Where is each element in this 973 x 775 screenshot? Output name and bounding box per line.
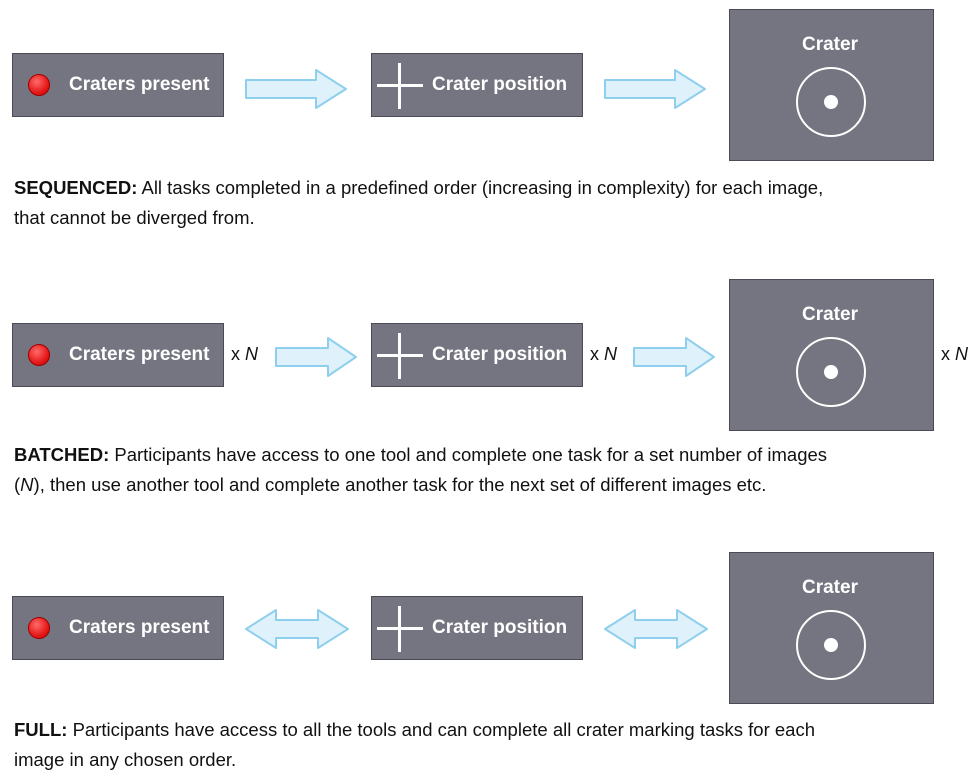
crater-panel: Crater — [729, 279, 934, 431]
crater-position-panel: Crater position — [371, 53, 583, 117]
red-dot-icon — [28, 344, 50, 366]
sequenced-text-line2: that cannot be diverged from. — [14, 207, 255, 228]
crater-center-dot-icon — [824, 365, 838, 379]
crater-position-label: Crater position — [432, 617, 568, 638]
batched-title: BATCHED: — [14, 444, 110, 465]
crater-center-dot-icon — [824, 95, 838, 109]
times-n-label: x N — [590, 344, 617, 365]
right-arrow-icon — [604, 69, 706, 109]
right-arrow-icon — [633, 337, 715, 377]
red-dot-icon — [28, 617, 50, 639]
craters-present-label: Craters present — [69, 74, 210, 95]
batched-line2-var: N — [20, 474, 34, 495]
crater-label: Crater — [802, 577, 858, 598]
times-prefix: x — [231, 344, 246, 364]
batched-description: BATCHED: Participants have access to one… — [14, 440, 827, 500]
craters-present-panel: Craters present — [12, 596, 224, 660]
craters-present-label: Craters present — [69, 617, 210, 638]
craters-present-panel: Craters present — [12, 323, 224, 387]
crater-label: Crater — [802, 34, 858, 55]
crater-panel: Crater — [729, 552, 934, 704]
crater-circle-icon — [796, 67, 866, 137]
crosshair-icon-vertical — [398, 63, 401, 109]
right-arrow-icon — [275, 337, 357, 377]
n-variable: N — [955, 344, 969, 364]
crater-circle-icon — [796, 610, 866, 680]
sequenced-description: SEQUENCED: All tasks completed in a pred… — [14, 173, 823, 233]
times-prefix: x — [941, 344, 956, 364]
crater-panel: Crater — [729, 9, 934, 161]
full-description: FULL: Participants have access to all th… — [14, 715, 815, 775]
craters-present-panel: Craters present — [12, 53, 224, 117]
crater-position-label: Crater position — [432, 74, 568, 95]
n-variable: N — [604, 344, 618, 364]
red-dot-icon — [28, 74, 50, 96]
full-text-line2: image in any chosen order. — [14, 749, 237, 770]
times-prefix: x — [590, 344, 605, 364]
full-title: FULL: — [14, 719, 68, 740]
crater-position-label: Crater position — [432, 344, 568, 365]
batched-line2-rest: ), then use another tool and complete an… — [33, 474, 767, 495]
n-variable: N — [245, 344, 259, 364]
sequenced-title: SEQUENCED: — [14, 177, 138, 198]
times-n-label: x N — [231, 344, 258, 365]
right-arrow-icon — [245, 69, 347, 109]
batched-text-line1: Participants have access to one tool and… — [109, 444, 828, 465]
crater-label: Crater — [802, 304, 858, 325]
crosshair-icon-vertical — [398, 606, 401, 652]
crater-position-panel: Crater position — [371, 596, 583, 660]
double-arrow-icon — [245, 609, 349, 649]
crater-center-dot-icon — [824, 638, 838, 652]
crater-circle-icon — [796, 337, 866, 407]
double-arrow-icon — [604, 609, 708, 649]
sequenced-text-line1: All tasks completed in a predefined orde… — [137, 177, 824, 198]
craters-present-label: Craters present — [69, 344, 210, 365]
times-n-label: x N — [941, 344, 968, 365]
full-text-line1: Participants have access to all the tool… — [67, 719, 815, 740]
batched-line2-prefix: ( — [14, 474, 21, 495]
crosshair-icon-vertical — [398, 333, 401, 379]
crater-position-panel: Crater position — [371, 323, 583, 387]
